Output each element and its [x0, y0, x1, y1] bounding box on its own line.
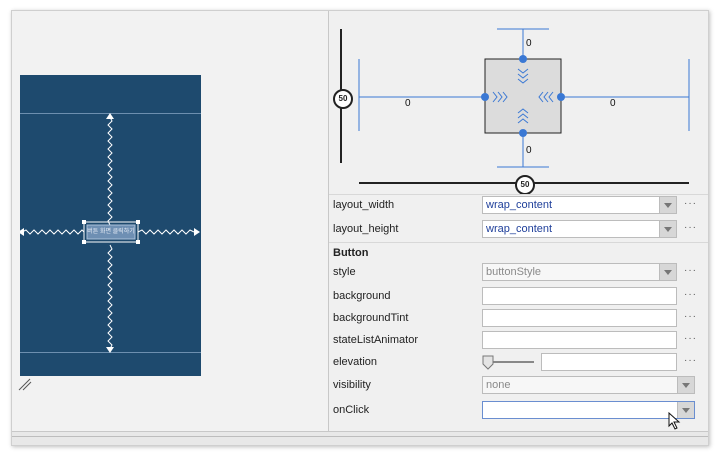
constraint-inspector: 0 0 0 0 50 50: [329, 11, 708, 195]
constraint-widget: [340, 28, 690, 184]
attr-row-background: background ···: [329, 286, 708, 308]
more-options-button[interactable]: ···: [684, 333, 697, 344]
attr-label: stateListAnimator: [333, 334, 418, 346]
visibility-dropdown[interactable]: none: [482, 376, 695, 394]
layout-height-dropdown[interactable]: wrap_content: [482, 220, 677, 238]
attr-value: none: [486, 379, 511, 391]
bottom-status-bar: [12, 431, 708, 445]
left-constraint-spring: [21, 229, 85, 235]
device-preview: 버튼 화면 클릭하기: [20, 75, 201, 376]
onclick-dropdown[interactable]: [482, 401, 695, 419]
top-constraint-spring: [107, 116, 113, 226]
attributes-panel: 0 0 0 0 50 50 layout_width wrap_content …: [329, 11, 708, 431]
mouse-cursor-icon: [668, 412, 681, 430]
margin-left-value[interactable]: 0: [405, 98, 411, 109]
chevron-down-icon[interactable]: [659, 197, 676, 213]
slider-thumb-icon: [482, 355, 494, 370]
margin-bottom-value[interactable]: 0: [526, 145, 532, 156]
resize-handle-icon[interactable]: [18, 377, 32, 391]
attr-label: background: [333, 290, 391, 302]
wrap-content-chevrons: [492, 68, 554, 124]
attr-label: visibility: [333, 379, 371, 391]
chevron-down-icon[interactable]: [677, 377, 694, 393]
attr-value: buttonStyle: [486, 266, 542, 278]
margin-top-value[interactable]: 0: [526, 38, 532, 49]
attr-row-style: style buttonStyle ···: [329, 262, 708, 284]
top-anchor: [519, 55, 527, 63]
app-bar: [20, 75, 201, 114]
attr-label: layout_width: [333, 199, 395, 211]
pane-divider[interactable]: [328, 11, 329, 431]
bottom-band: [20, 351, 201, 353]
more-options-button[interactable]: ···: [684, 355, 697, 366]
background-tint-input[interactable]: [482, 309, 677, 327]
attr-label: backgroundTint: [333, 312, 409, 324]
attr-value: wrap_content: [486, 199, 553, 211]
constraint-overlay: [20, 113, 200, 353]
attr-row-layout-width: layout_width wrap_content ···: [329, 194, 708, 217]
bottom-constraint-spring: [107, 244, 113, 350]
layout-editor-window: 버튼 화면 클릭하기: [11, 10, 709, 446]
attr-row-onclick: onClick: [329, 400, 708, 430]
attr-row-elevation: elevation ···: [329, 352, 708, 374]
attr-row-background-tint: backgroundTint ···: [329, 308, 708, 330]
attr-label: elevation: [333, 356, 378, 368]
style-dropdown[interactable]: buttonStyle: [482, 263, 677, 281]
bottom-anchor: [519, 129, 527, 137]
chevron-down-icon[interactable]: [677, 402, 694, 418]
attr-row-state-list-animator: stateListAnimator ···: [329, 330, 708, 352]
layout-width-dropdown[interactable]: wrap_content: [482, 196, 677, 214]
margin-right-value[interactable]: 0: [610, 98, 616, 109]
vertical-bias-slider-thumb[interactable]: 50: [333, 89, 353, 109]
left-anchor: [481, 93, 489, 101]
background-input[interactable]: [482, 287, 677, 305]
section-title: Button: [333, 247, 369, 259]
more-options-button[interactable]: ···: [684, 311, 697, 322]
elevation-input[interactable]: [541, 353, 677, 371]
right-constraint-spring: [137, 229, 195, 235]
more-options-button[interactable]: ···: [684, 289, 697, 300]
attr-row-visibility: visibility none: [329, 375, 708, 397]
more-options-button[interactable]: ···: [684, 265, 697, 276]
selected-button: [86, 224, 136, 240]
attr-row-layout-height: layout_height wrap_content ···: [329, 219, 708, 241]
attr-label: style: [333, 266, 356, 278]
section-divider: [329, 242, 708, 243]
selected-button-outline: [83, 221, 139, 243]
design-surface: 버튼 화면 클릭하기: [12, 11, 328, 431]
attr-label: layout_height: [333, 223, 399, 235]
button-preview-text[interactable]: 버튼 화면 클릭하기: [87, 229, 135, 235]
horizontal-bias-slider-thumb[interactable]: 50: [515, 175, 535, 195]
right-anchor: [557, 93, 565, 101]
more-options-button[interactable]: ···: [684, 222, 697, 233]
elevation-slider[interactable]: [482, 354, 538, 370]
attr-label: onClick: [333, 404, 370, 416]
state-list-animator-input[interactable]: [482, 331, 677, 349]
attr-value: wrap_content: [486, 223, 553, 235]
chevron-down-icon[interactable]: [659, 221, 676, 237]
chevron-down-icon[interactable]: [659, 264, 676, 280]
more-options-button[interactable]: ···: [684, 198, 697, 209]
